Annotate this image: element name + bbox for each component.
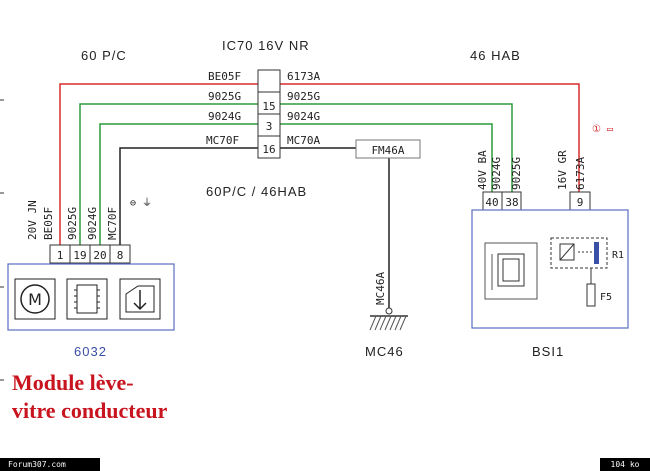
header-right: 46 HAB [470,48,521,63]
ic70-right-6173a: 6173A [287,70,320,83]
module-ground-mark: ⊖ ⏚ [130,197,152,209]
module-wire-be05f: BE05F [42,207,55,240]
module-pin-20: 20 [93,249,106,262]
wire-green-9025g [79,103,513,245]
header-left: 60 P/C [81,48,127,63]
header-center: IC70 16V NR [222,38,310,53]
window-switch-icon [119,278,161,320]
wires [59,83,580,308]
module-pin-19: 19 [73,249,86,262]
ic70-right-9025g: 9025G [287,90,320,103]
bsi-conn1-label: 40V BA [476,150,489,190]
module-name: 6032 [74,344,107,359]
mc46a-wire-label: MC46A [374,272,387,305]
bsi-chip-icon [484,242,538,300]
motor-icon: M [14,278,56,320]
bsi-power-mark: ① ▭ [592,124,613,135]
module-pin-1: 1 [57,249,64,262]
ground-mc46: MC46A MC46 [365,272,408,359]
module-wire-9025g: 9025G [66,207,79,240]
ic70-left-be05f: BE05F [208,70,241,83]
bsi1: 40V BA 9024G 9025G 16V GR 6173A ① ▭ 40 3… [471,124,629,359]
relay-label: R1 [612,250,624,261]
bsi-pin-38: 38 [505,196,518,209]
wire-black-mc70 [119,147,390,308]
module-wire-mc70f: MC70F [106,207,119,240]
bsi-wire-6173a: 6173A [574,157,587,190]
wire-red [59,83,580,245]
bsi-pin-9: 9 [577,196,584,209]
svg-text:M: M [28,290,42,309]
caption-line2: vitre conducteur [12,398,168,423]
bsi-pin-40: 40 [485,196,498,209]
bsi-name: BSI1 [532,344,564,359]
chip-icon [66,278,108,320]
fuse-label: F5 [600,292,612,303]
ic70-bottom-label: 60P/C / 46HAB [206,184,307,199]
bsi-wire-9025g: 9025G [510,157,523,190]
module-pin-8: 8 [117,249,124,262]
module-wire-9024g: 9024G [86,207,99,240]
ic70-pin-16: 16 [262,143,275,156]
footer-site: Forum307.com [0,458,100,471]
caption-line1: Module lève- [12,370,134,395]
ic70-left-9024g: 9024G [208,110,241,123]
connector-ic70: 15 3 16 BE05F 9025G 9024G MC70F 6173A 90… [206,69,320,159]
ic70-right-mc70a: MC70A [287,134,320,147]
margin-ticks [0,99,4,381]
ic70-pin-3: 3 [266,120,273,133]
footer-size: 104 ko [600,458,650,471]
module-connector-label: 20V JN [26,200,39,240]
fm46a-label: FM46A [371,144,404,157]
bsi-conn2-label: 16V GR [556,150,569,190]
wire-green-9024g [99,123,493,245]
bsi-wire-9024g: 9024G [490,157,503,190]
fuse-icon [586,268,596,307]
ic70-left-9025g: 9025G [208,90,241,103]
relay-icon [550,237,608,269]
ic70-left-mc70f: MC70F [206,134,239,147]
module-6032: 20V JN BE05F 9025G 9024G MC70F ⊖ ⏚ 1 19 … [7,197,175,359]
ic70-right-9024g: 9024G [287,110,320,123]
mc46-name: MC46 [365,344,404,359]
ic70-pin-15: 15 [262,100,275,113]
fm46a-box: FM46A [355,139,421,159]
